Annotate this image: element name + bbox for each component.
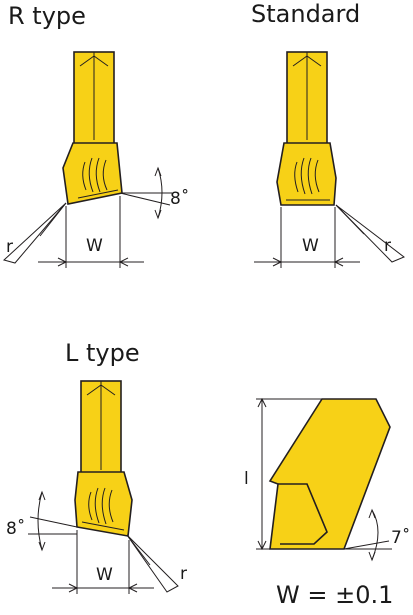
- r-type-title: R type: [8, 2, 86, 30]
- standard-radius-label: r: [384, 236, 391, 256]
- insert-detail-figure: l 7˚ W = ±0.1: [244, 397, 410, 609]
- r-type-insert: [62, 51, 123, 205]
- standard-title: Standard: [251, 0, 360, 28]
- l-type-angle-label: 8˚: [6, 518, 25, 539]
- standard-insert: [276, 51, 337, 206]
- l-type-insert: [74, 380, 133, 537]
- l-type-radius-label: r: [180, 564, 187, 584]
- detail-angle-label: 7˚: [391, 527, 410, 548]
- detail-length-dimension: l: [244, 397, 322, 551]
- standard-width-dimension: W: [254, 207, 360, 268]
- l-type-width-dimension: W: [52, 530, 154, 594]
- r-type-radius-label: r: [6, 237, 13, 257]
- r-type-figure: R type r: [2, 2, 189, 268]
- l-type-width-label: W: [96, 565, 113, 585]
- tolerance-formula: W = ±0.1: [276, 581, 393, 609]
- l-type-figure: L type r 8˚: [6, 339, 187, 594]
- detail-insert-shape: [268, 398, 391, 550]
- r-type-width-dimension: W: [38, 196, 144, 268]
- r-type-angle-label: 8˚: [170, 188, 189, 209]
- r-type-width-label: W: [86, 236, 103, 256]
- standard-figure: Standard r W: [251, 0, 405, 268]
- detail-angle-marker: 7˚: [343, 508, 410, 562]
- l-type-title: L type: [65, 339, 140, 367]
- standard-radius-marker: r: [335, 204, 405, 263]
- r-type-angle-marker: 8˚: [119, 166, 189, 220]
- detail-length-label: l: [244, 469, 249, 489]
- l-type-radius-marker: r: [126, 534, 187, 593]
- standard-width-label: W: [302, 236, 319, 256]
- r-type-radius-marker: r: [2, 202, 67, 264]
- l-type-angle-marker: 8˚: [6, 490, 78, 552]
